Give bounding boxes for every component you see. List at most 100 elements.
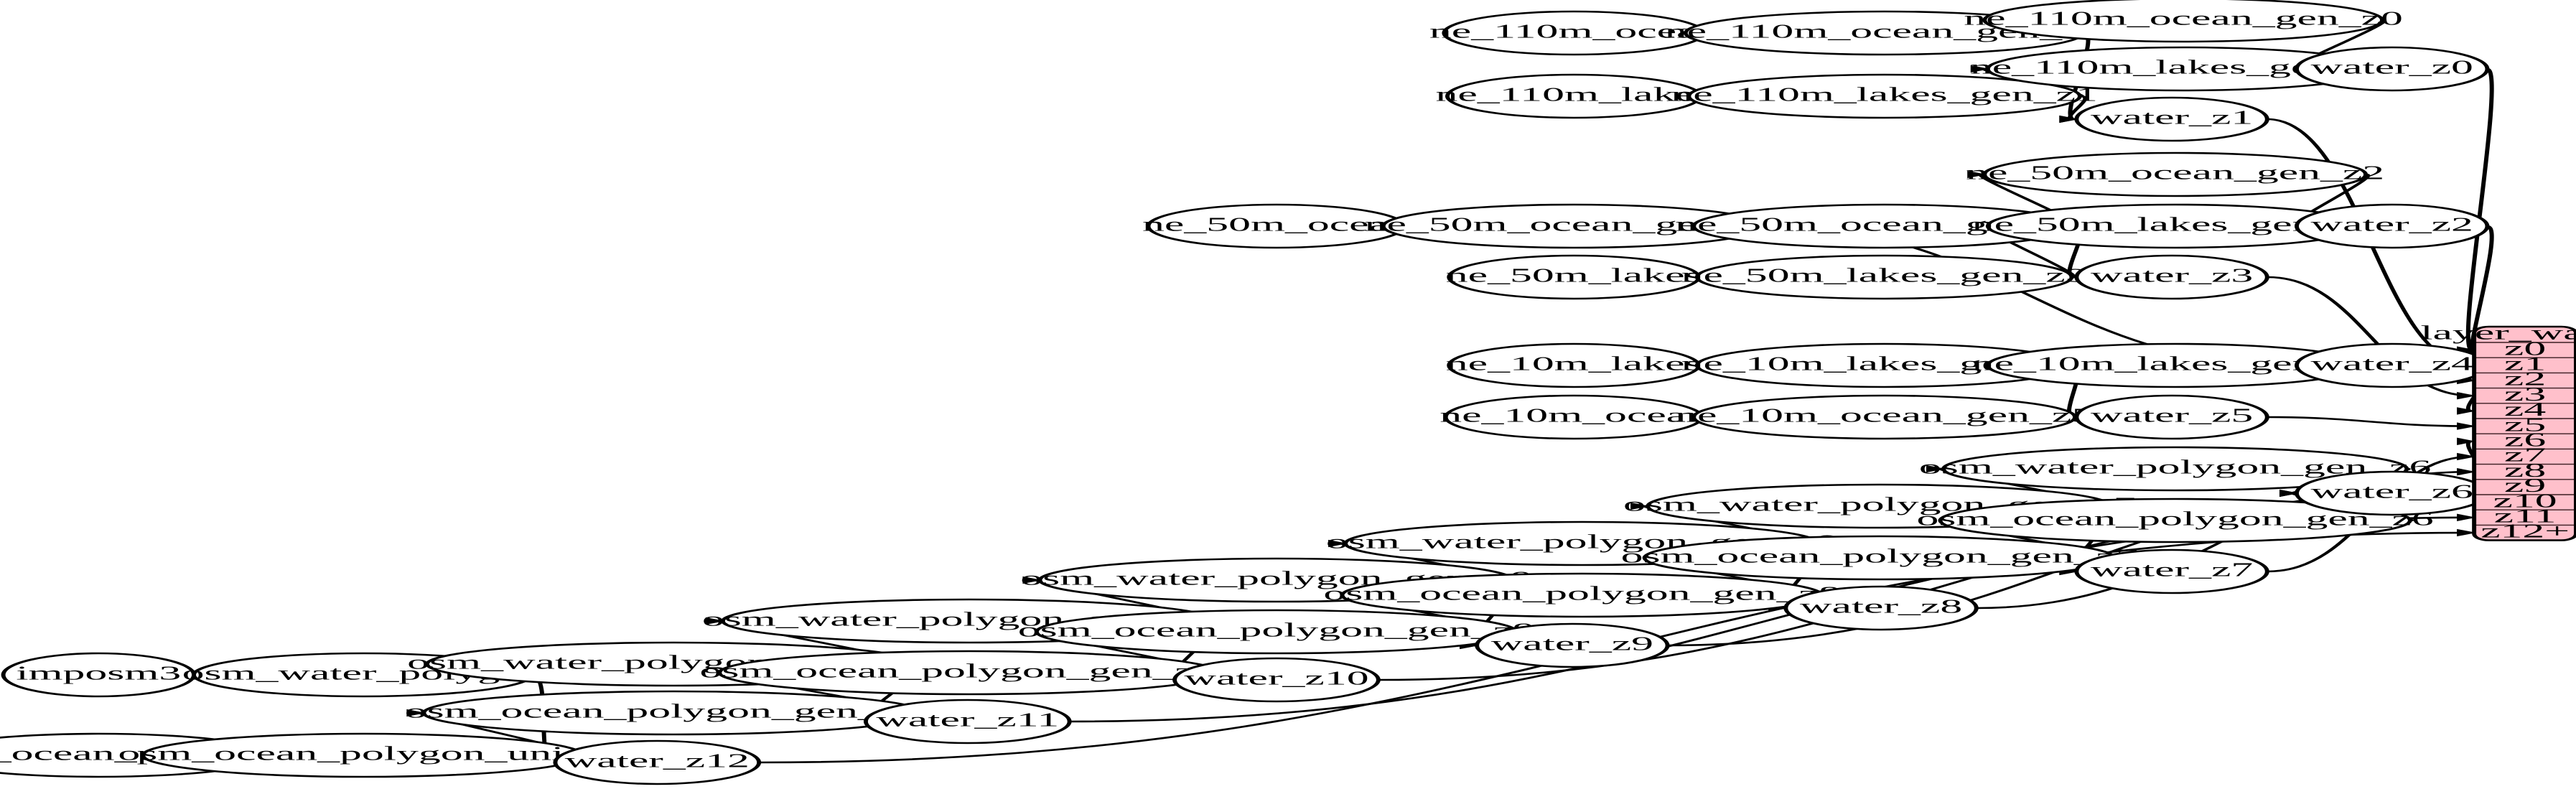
arrowhead (1630, 502, 1650, 510)
node-shape (1172, 657, 1381, 703)
node-water_z10[interactable]: water_z10 (1172, 657, 1381, 703)
node-ne_10m_lakes[interactable]: ne_10m_lakes (1446, 342, 1702, 388)
edge-water_z3-to-layer_water.z3 (2267, 276, 2472, 397)
node-shape (2295, 203, 2490, 249)
node-imposm3[interactable]: imposm3 (1, 652, 196, 698)
row-label: z1 (2504, 353, 2546, 374)
node-water_z3[interactable]: water_z3 (2074, 254, 2269, 300)
arrowhead (1970, 65, 1990, 73)
arrowhead (2457, 528, 2476, 537)
table-row-z6[interactable]: z6 (2474, 429, 2576, 451)
row-label: z4 (2504, 399, 2547, 420)
node-osm_ocean_polygon_union[interactable]: osm_ocean_polygon_union (118, 732, 608, 778)
node-label: water_z10 (1184, 668, 1368, 688)
node-shape (553, 739, 762, 785)
node-label: ne_110m_lakes (1435, 84, 1712, 105)
table-row-z8[interactable]: z8 (2474, 460, 2576, 481)
node-ne_50m_lakes_gen_z3[interactable]: ne_50m_lakes_gen_z3 (1681, 254, 2088, 300)
node-label: water_z9 (1491, 633, 1653, 654)
row-label: z7 (2504, 444, 2546, 465)
node-label: ne_110m_lakes_gen_z1 (1671, 84, 2098, 105)
node-label: osm_ocean_polygon_gen_z11 (405, 701, 943, 722)
node-label: osm_ocean_polygon_union (118, 743, 608, 764)
node-ne_50m_ocean_gen_z2[interactable]: ne_50m_ocean_gen_z2 (1966, 151, 2384, 197)
edge-water_z0-to-layer_water.z0 (2465, 67, 2494, 351)
node-label: osm_ocean_polygon_gen_z9 (1018, 620, 1535, 640)
node-shape (2295, 46, 2490, 92)
node-ne_10m_lakes_gen_z4[interactable]: ne_10m_lakes_gen_z4 (1972, 342, 2379, 388)
node-ne_10m_ocean_gen_z5[interactable]: ne_10m_ocean_gen_z5 (1675, 394, 2094, 440)
table-row-z7[interactable]: z7 (2474, 444, 2576, 466)
row-label: z10 (2493, 490, 2557, 511)
node-label: ne_50m_lakes (1446, 265, 1702, 286)
arrowhead (2457, 468, 2476, 476)
node-water_z1[interactable]: water_z1 (2074, 96, 2269, 142)
arrowhead (1328, 539, 1348, 548)
node-ne_110m_ocean_gen_z0[interactable]: ne_110m_ocean_gen_z0 (1964, 0, 2403, 43)
node-water_z2[interactable]: water_z2 (2295, 203, 2490, 249)
node-ne_110m_lakes[interactable]: ne_110m_lakes (1435, 73, 1712, 119)
node-water_z6[interactable]: water_z6 (2295, 470, 2490, 516)
table-row-z4[interactable]: z4 (2474, 399, 2576, 420)
row-label: z5 (2504, 414, 2546, 435)
node-shape (2074, 96, 2269, 142)
node-ne_50m_ocean_gen_z3[interactable]: ne_50m_ocean_gen_z3 (1675, 203, 2094, 249)
node-water_z11[interactable]: water_z11 (863, 699, 1072, 744)
arrowhead (2457, 407, 2476, 415)
arrowhead (2457, 437, 2476, 445)
node-label: ne_50m_ocean (1142, 214, 1411, 235)
node-label: water_z2 (2311, 214, 2473, 235)
arrowhead (406, 709, 426, 717)
node-ne_110m_lakes_gen_z1[interactable]: ne_110m_lakes_gen_z1 (1671, 73, 2098, 119)
table-row-z2[interactable]: z2 (2474, 368, 2576, 390)
node-label: osm_ocean_polygon_gen_z8 (1323, 583, 1840, 604)
arrowhead (2279, 489, 2299, 498)
node-label: water_z5 (2091, 405, 2253, 426)
table-row-z0[interactable]: z0 (2474, 338, 2576, 360)
table-row-z5[interactable]: z5 (2474, 414, 2576, 436)
node-osm_ocean_polygon_gen_z10[interactable]: osm_ocean_polygon_gen_z10 (699, 650, 1239, 696)
row-label: z6 (2504, 429, 2546, 450)
table-row-z9[interactable]: z9 (2474, 475, 2576, 496)
row-label: z3 (2504, 384, 2546, 405)
node-water_z9[interactable]: water_z9 (1475, 622, 1670, 668)
node-label: ne_10m_ocean (1439, 405, 1708, 426)
node-shape (1941, 446, 2409, 492)
table-row-z12+[interactable]: z12+ (2474, 520, 2576, 542)
node-water_z4[interactable]: water_z4 (2295, 342, 2490, 388)
arrowhead (2059, 115, 2079, 123)
table-row-z1[interactable]: z1 (2474, 353, 2576, 375)
node-ne_50m_lakes[interactable]: ne_50m_lakes (1446, 254, 1702, 300)
node-water_z8[interactable]: water_z8 (1783, 585, 1979, 631)
arrowhead (1926, 464, 1946, 473)
table-row-z3[interactable]: z3 (2474, 384, 2576, 405)
row-label: z8 (2504, 460, 2546, 481)
node-label: water_z6 (2311, 481, 2473, 502)
table-row-z10[interactable]: z10 (2474, 490, 2576, 512)
node-water_z7[interactable]: water_z7 (2074, 548, 2269, 594)
node-osm_ocean_polygon_gen_z11[interactable]: osm_ocean_polygon_gen_z11 (405, 690, 943, 736)
node-osm_ocean_polygon_gen_z8[interactable]: osm_ocean_polygon_gen_z8 (1323, 572, 1841, 618)
node-shape (863, 699, 1072, 744)
node-ne_50m_ocean[interactable]: ne_50m_ocean (1142, 203, 1411, 249)
node-osm_ocean_polygon_gen_z7[interactable]: osm_ocean_polygon_gen_z7 (1621, 535, 2138, 581)
node-osm_ocean_polygon_gen_z6[interactable]: osm_ocean_polygon_gen_z6 (1916, 498, 2434, 543)
node-shape (1982, 0, 2384, 43)
node-water_z5[interactable]: water_z5 (2074, 394, 2269, 440)
arrowhead (1022, 576, 1042, 584)
node-ne_10m_ocean[interactable]: ne_10m_ocean (1439, 394, 1708, 440)
node-osm_ocean_polygon_gen_z9[interactable]: osm_ocean_polygon_gen_z9 (1018, 609, 1535, 655)
row-label: z2 (2504, 368, 2546, 389)
node-ne_50m_ocean_gen_z4[interactable]: ne_50m_ocean_gen_z4 (1365, 203, 1783, 249)
node-ne_50m_lakes_gen_z2[interactable]: ne_50m_lakes_gen_z2 (1972, 203, 2379, 249)
arrowhead (2457, 392, 2476, 400)
node-water_z0[interactable]: water_z0 (2295, 46, 2490, 92)
node-label: imposm3 (16, 663, 181, 683)
node-ne_110m_ocean[interactable]: ne_110m_ocean (1429, 10, 1719, 56)
node-label: water_z7 (2091, 559, 2253, 580)
arrowhead (2457, 422, 2476, 430)
nodes-layer: imposm3osm_water_polygonosm_ocean_polygo… (0, 0, 2490, 785)
node-water_z12[interactable]: water_z12 (553, 739, 762, 785)
table-row-z11[interactable]: z11 (2474, 505, 2576, 527)
